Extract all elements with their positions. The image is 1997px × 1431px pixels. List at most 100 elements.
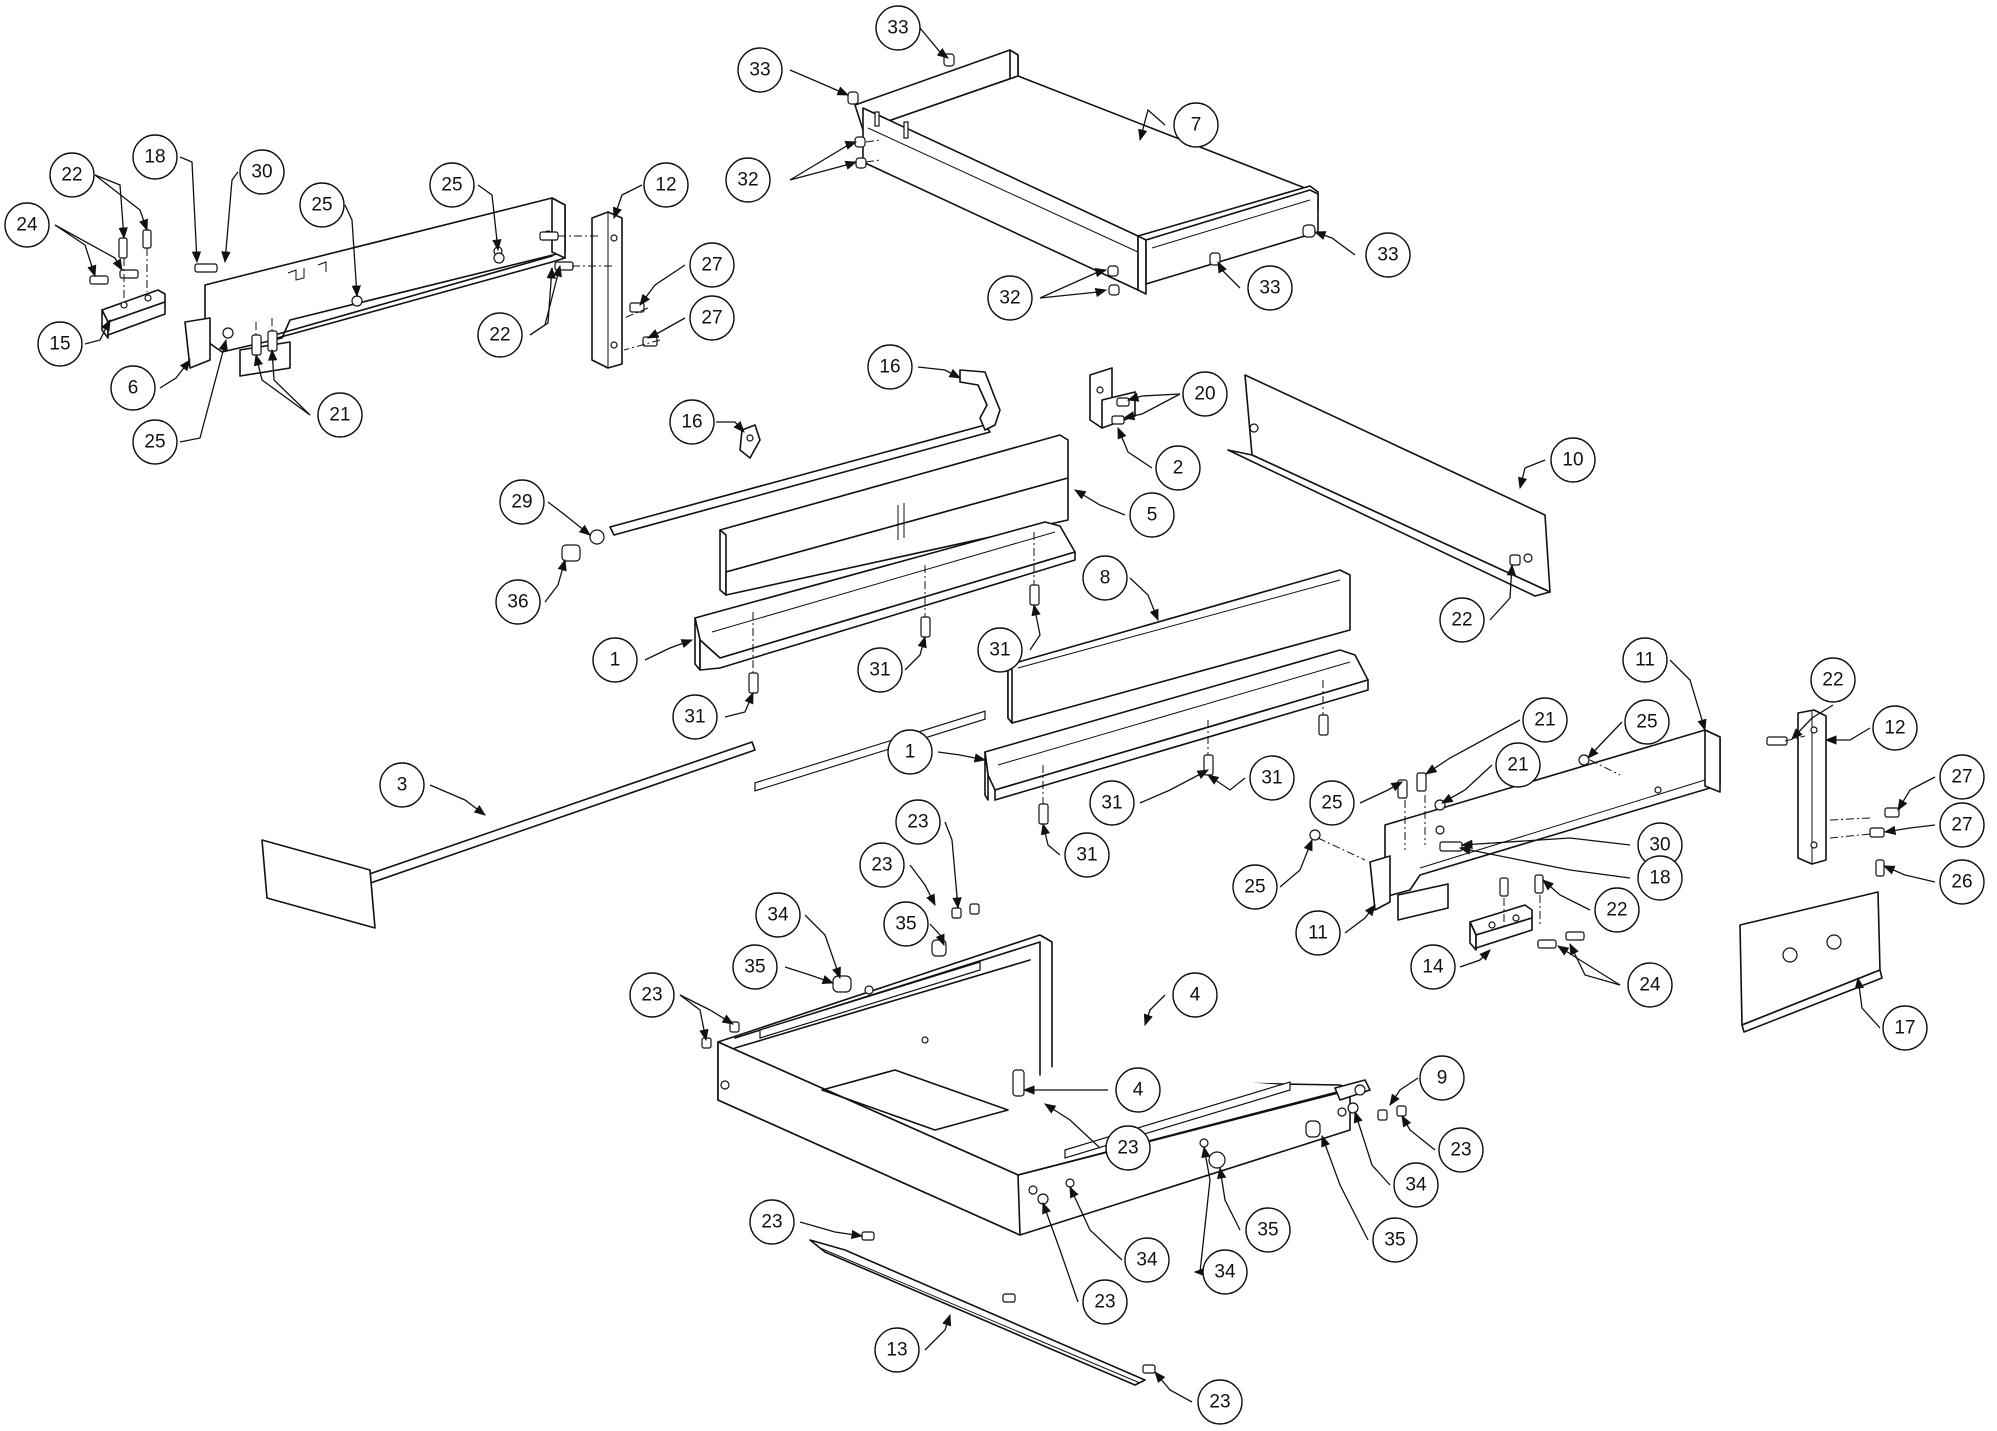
- balloon-label: 14: [1422, 957, 1444, 978]
- callout-22: 22: [49, 152, 148, 240]
- balloon-label: 1: [610, 650, 621, 671]
- balloon-label: 16: [879, 357, 900, 378]
- callout-31: 31: [857, 635, 927, 693]
- leader-line: [1207, 774, 1246, 791]
- balloon-circle: [725, 157, 771, 203]
- balloon-label: 11: [1635, 650, 1655, 671]
- leader-line: [1359, 781, 1404, 804]
- leader-line: [1669, 659, 1707, 732]
- leader-line: [1199, 1145, 1211, 1273]
- leader-line: [724, 691, 754, 718]
- callout-32: 32: [725, 140, 858, 203]
- callout-31: 31: [1207, 755, 1295, 801]
- balloon-circle: [499, 479, 545, 525]
- balloon-label: 35: [744, 957, 765, 978]
- balloon-label: 8: [1100, 568, 1111, 589]
- part-10-angle-strip: [1227, 374, 1551, 597]
- leader-line: [1489, 563, 1517, 621]
- balloon-circle: [1295, 910, 1341, 956]
- leader-line: [1518, 459, 1546, 490]
- leader-line: [1440, 764, 1493, 804]
- balloon-label: 3: [397, 775, 408, 796]
- leader-line: [679, 994, 734, 1025]
- leader-line: [644, 639, 694, 661]
- callout-22: 22: [1542, 879, 1640, 933]
- leader-line: [646, 317, 686, 339]
- balloon-label: 25: [1244, 877, 1265, 898]
- callout-9: 9: [1389, 1055, 1465, 1106]
- balloon-circle: [1872, 705, 1918, 751]
- callout-8: 8: [1082, 555, 1159, 622]
- balloon-label: 31: [1076, 845, 1097, 866]
- leader-line: [54, 224, 123, 272]
- leader-line: [1042, 1201, 1079, 1303]
- leader-line: [799, 1221, 864, 1240]
- callout-15: 15: [37, 318, 111, 367]
- leader-line: [1029, 603, 1041, 651]
- balloon-circle: [857, 647, 903, 693]
- balloon-circle: [987, 275, 1033, 321]
- balloon-label: 34: [1405, 1175, 1427, 1196]
- balloon-circle: [1197, 1379, 1243, 1425]
- balloon-circle: [1309, 780, 1355, 826]
- callout-11: 11: [1295, 904, 1376, 956]
- callout-26: 26: [1882, 859, 1985, 905]
- callout-31: 31: [1089, 769, 1210, 826]
- part-3-rod-plate: [261, 741, 756, 929]
- balloon-label: 31: [1101, 793, 1122, 814]
- part-16-rod-hook: [609, 369, 1001, 536]
- leader-line: [679, 994, 709, 1042]
- balloon-circle: [1105, 1125, 1151, 1171]
- callout-23: 23: [1042, 1201, 1128, 1325]
- leader-line: [1353, 1110, 1391, 1186]
- balloon-circle: [1624, 699, 1670, 745]
- assembly-center-lines: [123, 139, 1871, 930]
- leader-line: [1139, 769, 1210, 804]
- balloon-circle: [1393, 1162, 1439, 1208]
- balloon-label: 23: [1117, 1138, 1138, 1159]
- balloon-label: 16: [681, 412, 702, 433]
- balloon-label: 26: [1951, 872, 1972, 893]
- balloon-circle: [1627, 962, 1673, 1008]
- balloon-circle: [689, 242, 735, 288]
- callout-25: 25: [299, 182, 361, 298]
- balloon-label: 12: [1884, 718, 1905, 739]
- callout-4: 4: [1022, 1067, 1161, 1113]
- balloon-circle: [883, 901, 929, 947]
- callout-16: 16: [867, 344, 962, 390]
- leader-line: [1882, 865, 1936, 883]
- callout-1: 1: [887, 729, 987, 775]
- balloon-label: 4: [1133, 1080, 1144, 1101]
- balloon-label: 25: [311, 195, 332, 216]
- balloon-circle: [1115, 1067, 1161, 1113]
- callout-34: 34: [1353, 1110, 1439, 1208]
- balloon-label: 27: [701, 255, 722, 276]
- balloon-circle: [1365, 232, 1411, 278]
- callout-23: 23: [859, 842, 936, 907]
- leader-line: [1791, 704, 1834, 740]
- leader-line: [94, 174, 128, 240]
- balloon-label: 27: [701, 308, 722, 329]
- leader-line: [929, 923, 945, 947]
- balloon-label: 18: [1649, 868, 1670, 889]
- leader-line: [1126, 392, 1181, 402]
- leader-line: [1460, 837, 1631, 849]
- balloon-circle: [1172, 972, 1218, 1018]
- balloon-circle: [1082, 1279, 1128, 1325]
- callout-24: 24: [4, 202, 123, 278]
- balloon-label: 33: [1377, 245, 1398, 266]
- part-1-lower-channel: [984, 649, 1369, 801]
- leader-line: [1217, 260, 1241, 289]
- leader-line: [529, 264, 562, 336]
- balloon-label: 6: [128, 378, 139, 399]
- balloon-circle: [49, 152, 95, 198]
- balloon-circle: [755, 892, 801, 938]
- balloon-circle: [859, 842, 905, 888]
- leader-line: [1883, 824, 1936, 835]
- callout-6: 6: [110, 359, 191, 411]
- leader-line: [1138, 108, 1166, 142]
- balloon-label: 22: [1451, 610, 1472, 631]
- balloon-circle: [1810, 657, 1856, 703]
- balloon-circle: [1182, 371, 1228, 417]
- balloon-circle: [1124, 1237, 1170, 1283]
